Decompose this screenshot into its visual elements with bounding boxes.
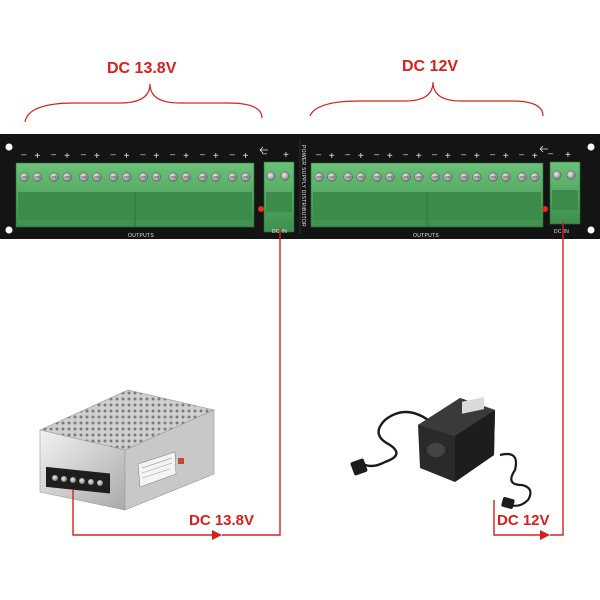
left-outputs-label: OUTPUTS — [128, 233, 154, 239]
minus-sign: – — [230, 149, 235, 159]
plus-sign: + — [358, 151, 364, 162]
top-left-voltage-label: DC 13.8V — [107, 60, 177, 77]
arrow-icon — [212, 530, 222, 540]
plus-sign: + — [387, 151, 393, 162]
minus-sign: – — [519, 149, 524, 159]
wire-13v8-return — [222, 228, 281, 536]
minus-sign: – — [374, 149, 379, 159]
plus-sign: + — [243, 151, 249, 162]
mount-hole-icon — [5, 143, 13, 151]
minus-sign: – — [345, 149, 350, 159]
switching-power-supply — [39, 389, 215, 511]
wall-adapter — [350, 397, 532, 509]
left-dc-in-label: DC IN — [272, 229, 288, 235]
plus-sign: + — [34, 151, 40, 162]
wire-12v-return — [550, 222, 564, 536]
svg-text:+: + — [283, 150, 289, 161]
plus-sign: + — [124, 151, 130, 162]
center-vertical-label: POWER SUPPLY DISTRIBUTOR — [299, 145, 306, 227]
svg-text:–: – — [548, 148, 553, 158]
plus-sign: + — [94, 151, 100, 162]
plus-sign: + — [445, 151, 451, 162]
plus-sign: + — [416, 151, 422, 162]
minus-sign: – — [140, 149, 145, 159]
mount-hole-icon — [587, 226, 595, 234]
right-output-terminals: –+–+–+–+–+–+–+–+ — [310, 149, 544, 228]
plus-sign: + — [532, 151, 538, 162]
plus-sign: + — [503, 151, 509, 162]
adapter-cable — [359, 410, 441, 468]
plus-sign: + — [329, 151, 335, 162]
plus-sign: + — [64, 151, 70, 162]
right-outputs-label: OUTPUTS — [413, 233, 439, 239]
plus-sign: + — [474, 151, 480, 162]
minus-sign: – — [200, 149, 205, 159]
right-brace — [309, 81, 544, 117]
minus-sign: – — [111, 149, 116, 159]
minus-sign: – — [316, 149, 321, 159]
minus-sign: – — [21, 149, 26, 159]
minus-sign: – — [403, 149, 408, 159]
right-dc-in-label: DC IN — [554, 229, 570, 235]
minus-sign: – — [51, 149, 56, 159]
top-right-voltage-label: DC 12V — [402, 58, 459, 75]
svg-text:–: – — [262, 148, 267, 158]
left-output-terminals: –+–+–+–+–+–+–+–+ — [15, 149, 255, 228]
plus-sign: + — [213, 151, 219, 162]
right-dc-in-terminal: – + — [539, 145, 581, 225]
mount-hole-icon — [587, 143, 595, 151]
minus-sign: – — [170, 149, 175, 159]
svg-text:+: + — [565, 150, 571, 161]
minus-sign: – — [490, 149, 495, 159]
minus-sign: – — [461, 149, 466, 159]
wire-13v8 — [72, 490, 212, 536]
minus-sign: – — [432, 149, 437, 159]
bottom-left-voltage-label: DC 13.8V — [189, 512, 255, 529]
mount-hole-icon — [5, 226, 13, 234]
minus-sign: – — [81, 149, 86, 159]
left-brace — [24, 83, 263, 123]
bottom-right-voltage-label: DC 12V — [497, 512, 550, 529]
arrow-icon — [540, 530, 550, 540]
wire-12v — [493, 500, 540, 536]
plus-sign: + — [183, 151, 189, 162]
left-dc-in-terminal: – + — [258, 146, 295, 233]
plus-sign: + — [153, 151, 159, 162]
